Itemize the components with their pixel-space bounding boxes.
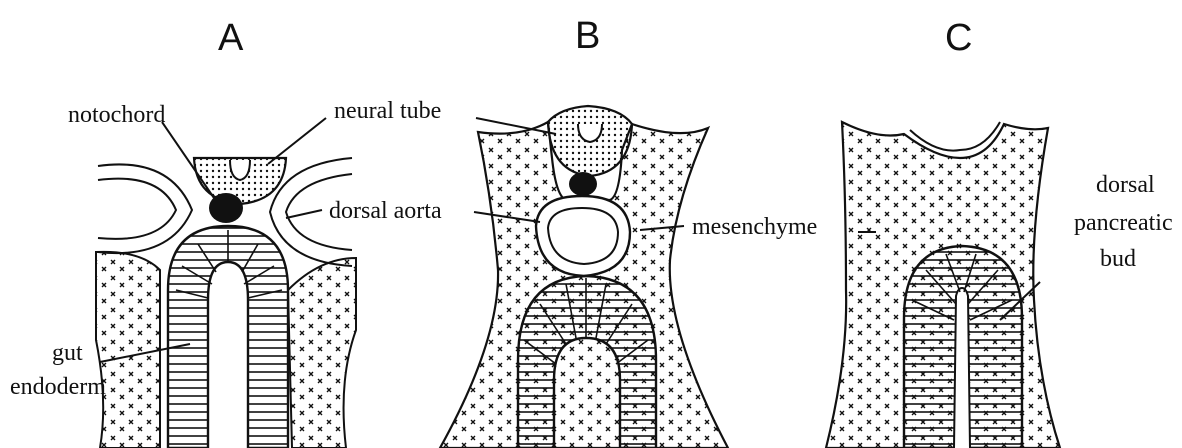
mesenchyme-left-a [96, 252, 160, 448]
panel-letter-a: A [218, 17, 244, 59]
panel-b: mesenchyme [440, 106, 817, 448]
panel-c: dorsal pancreatic bud [826, 122, 1173, 448]
label-dorsal-aorta: dorsal aorta [329, 198, 442, 224]
panel-letter-c: C [945, 17, 972, 59]
label-endoderm: endoderm [10, 374, 106, 400]
label-notochord: notochord [68, 102, 165, 128]
notochord-b [569, 172, 597, 196]
label-neural-tube: neural tube [334, 98, 441, 124]
label-gut: gut [52, 340, 83, 366]
label-dorsal: dorsal [1096, 172, 1155, 198]
label-bud: bud [1100, 246, 1136, 272]
label-mesenchyme: mesenchyme [692, 214, 817, 240]
panel-a: notochord neural tube dorsal aorta gut e… [10, 98, 442, 448]
label-pancreatic: pancreatic [1074, 210, 1173, 236]
mesenchyme-right-a [288, 258, 356, 448]
panel-letter-b: B [575, 15, 600, 57]
